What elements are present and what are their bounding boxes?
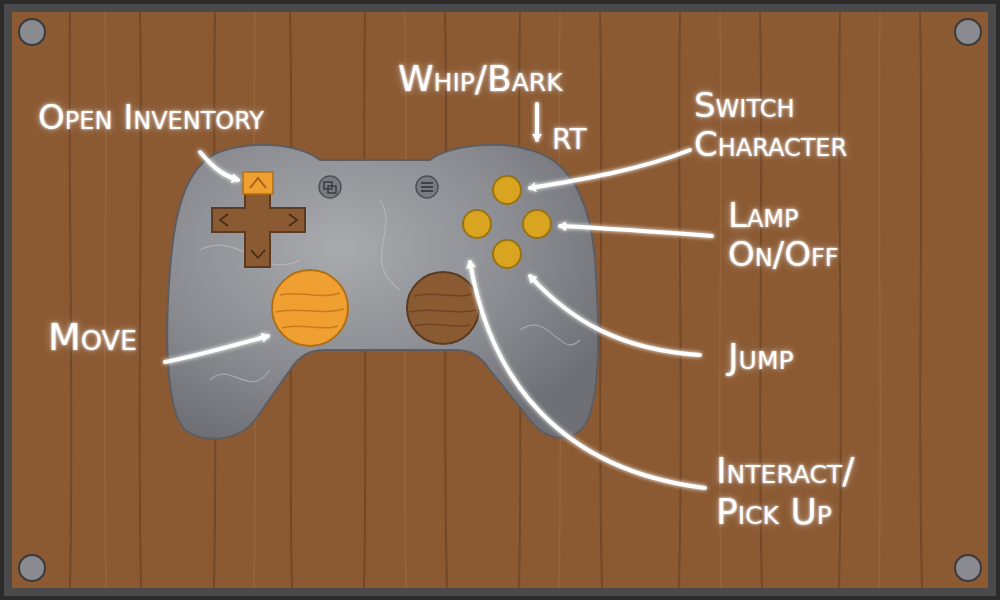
jump-label: Jump xyxy=(728,336,794,377)
interact-label: Interact/ Pick Up xyxy=(716,450,916,533)
move-label: Move xyxy=(48,316,137,360)
inventory-label: Open Inventory xyxy=(38,98,264,137)
switch-character-label: Switch Character xyxy=(694,86,944,164)
trigger-label: RT xyxy=(552,124,587,156)
lamp-label: Lamp On/Off xyxy=(728,196,898,274)
whip-bark-label: Whip/Bark xyxy=(398,58,563,99)
